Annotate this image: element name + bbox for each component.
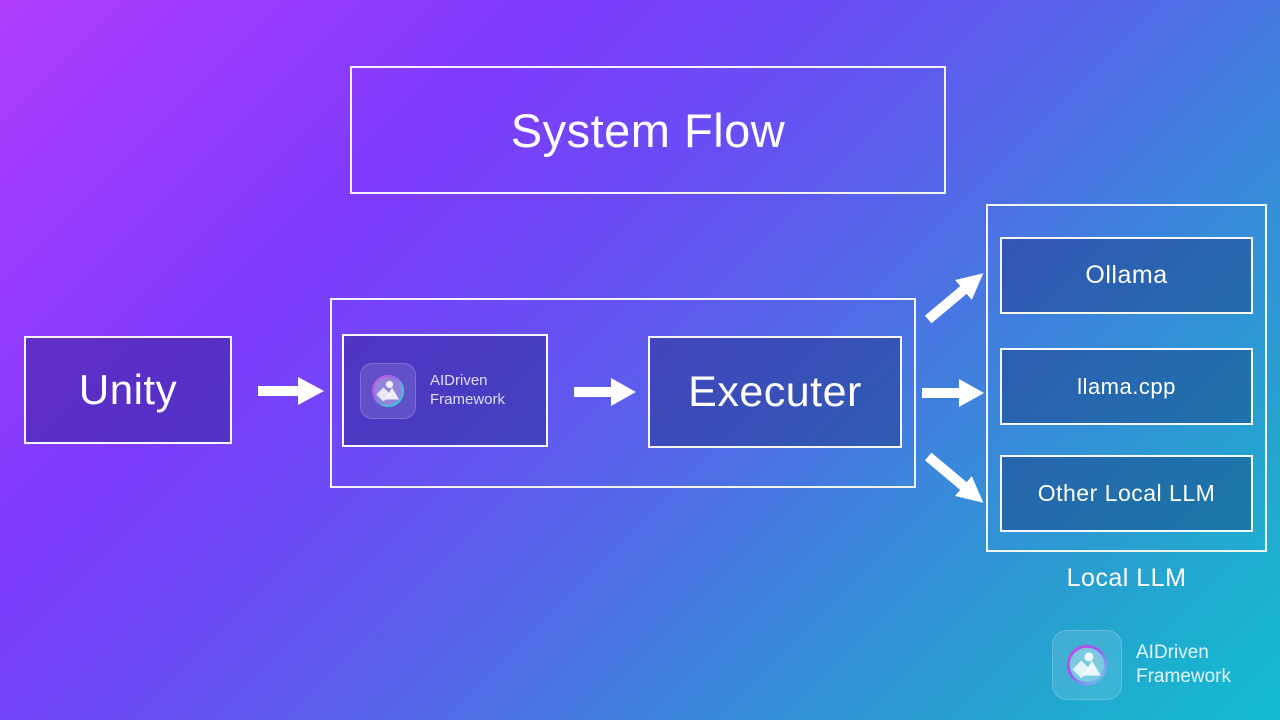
llm-item-label: Other Local LLM: [1037, 480, 1216, 506]
watermark-logo-text: AIDriven Framework: [1136, 641, 1231, 689]
page-title: System Flow: [510, 103, 786, 157]
aidriven-logo-text: AIDriven Framework: [430, 372, 505, 410]
arrow-framework-to-executer-icon: [574, 378, 636, 406]
aidriven-logo-icon: [1052, 630, 1122, 700]
arrow-executer-to-llamacpp-icon: [922, 379, 984, 407]
node-unity-label: Unity: [78, 366, 178, 413]
llm-item-llama-cpp[interactable]: llama.cpp: [1000, 348, 1253, 425]
llm-item-other-local-llm[interactable]: Other Local LLM: [1000, 455, 1253, 532]
watermark-logo-line1: AIDriven: [1136, 642, 1209, 664]
local-llm-group: [986, 204, 1267, 552]
llm-item-label: Ollama: [1085, 261, 1168, 289]
llm-item-label: llama.cpp: [1077, 373, 1176, 399]
title-box: System Flow: [350, 66, 946, 194]
framework-container: [330, 298, 916, 488]
node-aidriven-framework[interactable]: AIDriven Framework: [342, 334, 548, 447]
llm-item-ollama[interactable]: Ollama: [1000, 237, 1253, 314]
watermark-logo-line2: Framework: [1136, 666, 1232, 687]
aidriven-logo-icon: [360, 362, 416, 419]
node-executer[interactable]: Executer: [648, 336, 902, 448]
aidriven-logo-line1: AIDriven: [430, 371, 488, 389]
node-unity[interactable]: Unity: [24, 336, 232, 444]
arrow-executer-to-other-icon: [924, 452, 984, 503]
local-llm-caption: Local LLM: [1066, 564, 1187, 592]
aidriven-logo-line2: Framework: [430, 390, 506, 408]
watermark-logo: AIDriven Framework: [1052, 630, 1231, 700]
node-executer-label: Executer: [688, 367, 862, 416]
arrow-unity-to-framework-icon: [258, 377, 324, 405]
arrow-executer-to-ollama-icon: [924, 273, 984, 324]
